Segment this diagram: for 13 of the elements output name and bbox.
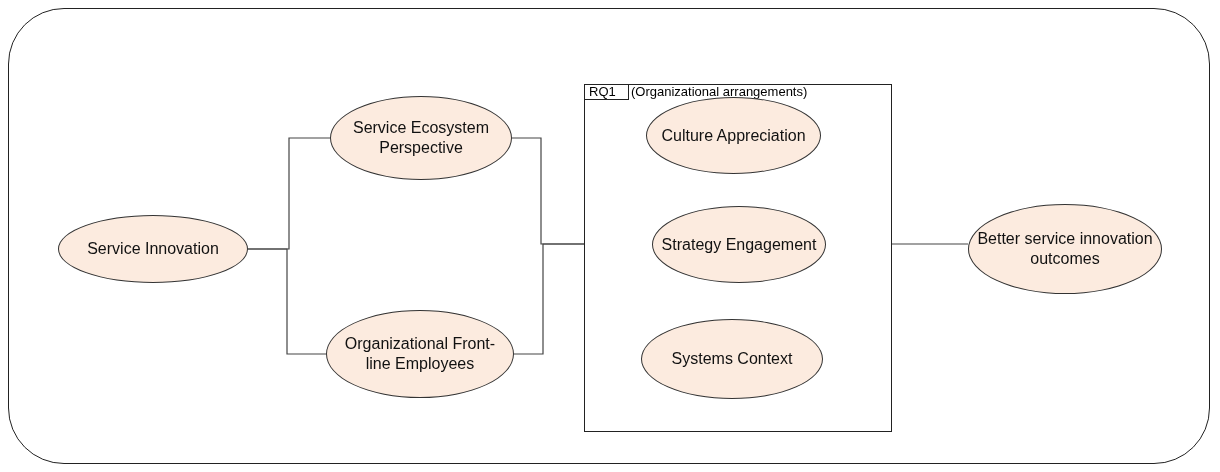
node-label: Strategy Engagement [661, 234, 817, 255]
node-label: Systems Context [671, 349, 793, 369]
group-heading: (Organizational arrangements) [631, 84, 808, 99]
node-label: Organizational Front-line Employees [343, 334, 497, 374]
node-label: Better service innovation outcomes [977, 229, 1153, 269]
connector-line [247, 248, 327, 355]
node-label: Culture Appreciation [661, 125, 806, 146]
tag-label: RQ1 [584, 84, 629, 100]
node-label: Service Ecosystem Perspective [351, 118, 490, 158]
connector-line [513, 243, 585, 355]
connector-line [891, 243, 969, 245]
node-label: Service Innovation [87, 239, 219, 259]
group-frame [584, 84, 892, 432]
